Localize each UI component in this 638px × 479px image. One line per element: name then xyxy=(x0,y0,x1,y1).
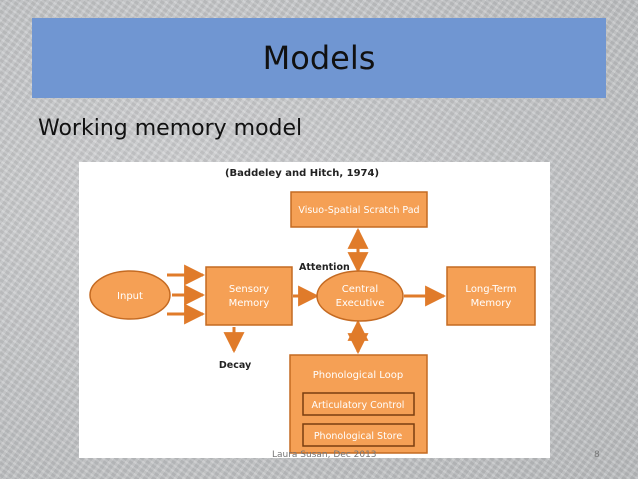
node-sensory-memory-label-1: Sensory xyxy=(229,284,269,295)
slide-page-number: 8 xyxy=(594,450,600,460)
diagram-arrows xyxy=(167,227,447,355)
node-phonological-store xyxy=(302,423,415,447)
node-sensory-memory-label-2: Memory xyxy=(229,298,270,309)
attention-label: Attention xyxy=(299,262,350,273)
node-central-executive-label-1: Central xyxy=(342,284,378,295)
node-articulatory-control xyxy=(302,392,415,416)
working-memory-diagram: (Baddeley and Hitch, 1974) Input Sensory… xyxy=(79,162,550,458)
node-input-label: Input xyxy=(117,291,143,302)
node-visuo-spatial xyxy=(290,191,428,228)
node-long-term-memory-label-1: Long-Term xyxy=(465,284,516,295)
title-bar: Models xyxy=(32,18,606,98)
slide-title: Models xyxy=(262,39,376,77)
node-sensory-memory xyxy=(205,266,293,326)
decay-label: Decay xyxy=(219,360,252,371)
node-input xyxy=(89,270,171,320)
citation-label: (Baddeley and Hitch, 1974) xyxy=(225,168,379,179)
node-phonological-store-label: Phonological Store xyxy=(314,431,402,442)
node-central-executive-label-2: Executive xyxy=(336,298,385,309)
slide-footer: Laura Susan, Dec 2013 xyxy=(272,450,377,460)
node-long-term-memory xyxy=(446,266,536,326)
node-visuo-spatial-label: Visuo-Spatial Scratch Pad xyxy=(298,205,419,216)
diagram-canvas: (Baddeley and Hitch, 1974) Input Sensory… xyxy=(89,168,536,454)
node-articulatory-control-label: Articulatory Control xyxy=(312,400,405,411)
slide-subtitle: Working memory model xyxy=(38,116,303,141)
node-long-term-memory-label-2: Memory xyxy=(471,298,512,309)
node-phonological-loop-label: Phonological Loop xyxy=(313,370,404,381)
node-central-executive xyxy=(316,270,404,322)
